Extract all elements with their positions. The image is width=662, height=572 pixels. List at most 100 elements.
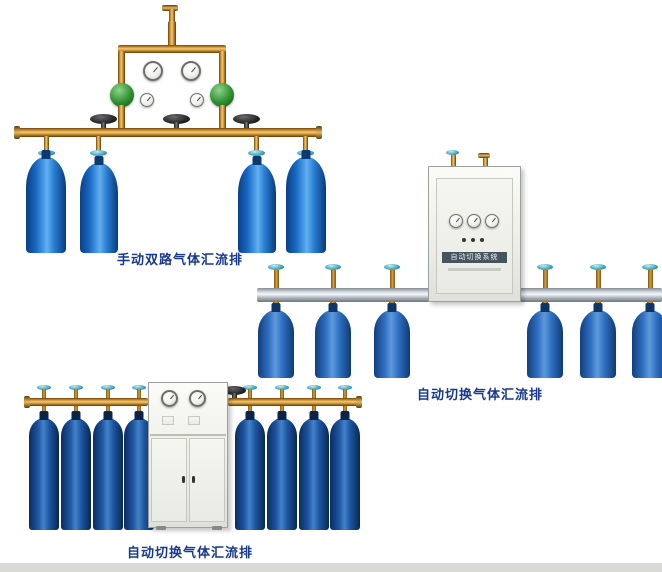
cylinder-valve-handle bbox=[69, 385, 83, 390]
riser-right-lower bbox=[219, 105, 226, 131]
riser-left bbox=[118, 51, 125, 85]
gas-cylinder bbox=[258, 310, 294, 378]
cabinet-top-fitting bbox=[483, 157, 488, 167]
valve-stem bbox=[74, 389, 78, 400]
valve-stem bbox=[274, 270, 279, 290]
cylinder-valve-handle bbox=[642, 264, 658, 270]
valve-stem bbox=[137, 389, 141, 400]
pipe-end-cap bbox=[14, 126, 20, 139]
valve-handwheel bbox=[233, 114, 260, 124]
cylinder-valve-handle bbox=[325, 264, 341, 270]
cylinder-valve-handle bbox=[90, 150, 107, 156]
product-caption: 自动切换气体汇流排 bbox=[126, 545, 253, 560]
valve-stem bbox=[174, 122, 179, 129]
cabinet-foot bbox=[212, 526, 222, 530]
pressure-gauge bbox=[181, 61, 201, 81]
gas-cylinder bbox=[330, 418, 360, 530]
product-auto-switch-wall-manifold: 自动切换系统 自动切换气体汇流排 bbox=[255, 148, 662, 403]
pipe-drop bbox=[303, 136, 308, 153]
pressure-gauge bbox=[140, 93, 154, 107]
cabinet-switch bbox=[188, 416, 200, 425]
regulator-knob bbox=[110, 83, 134, 107]
valve-stem bbox=[312, 389, 316, 400]
pressure-gauge bbox=[190, 93, 204, 107]
cylinder-valve-handle bbox=[37, 385, 51, 390]
valve-stem bbox=[596, 270, 601, 290]
cylinder-valve-handle bbox=[268, 264, 284, 270]
cabinet-door-left bbox=[151, 438, 187, 522]
cylinder-valve-handle bbox=[384, 264, 400, 270]
cabinet-gauge bbox=[161, 390, 178, 407]
cabinet-divider bbox=[150, 434, 226, 436]
valve-stem bbox=[648, 270, 653, 290]
gas-cylinder bbox=[315, 310, 351, 378]
cabinet-foot bbox=[156, 526, 166, 530]
cylinder-valve-handle bbox=[132, 385, 146, 390]
cabinet-top-fitting bbox=[451, 154, 456, 167]
gas-cylinder bbox=[527, 310, 563, 378]
door-handle bbox=[192, 476, 195, 483]
manifold-pipe bbox=[18, 128, 318, 137]
valve-stem bbox=[106, 389, 110, 400]
valve-handwheel bbox=[90, 114, 117, 124]
riser-right bbox=[219, 51, 226, 85]
cylinder-valve-handle bbox=[248, 150, 265, 156]
cylinder-valve-handle bbox=[101, 385, 115, 390]
top-valve-stem bbox=[169, 9, 175, 23]
valve-stem bbox=[390, 270, 395, 290]
cabinet-subtext bbox=[448, 268, 501, 271]
gas-cylinder bbox=[286, 157, 326, 253]
pipe-end-cap bbox=[356, 396, 362, 408]
indicator-light bbox=[462, 238, 466, 242]
valve-stem bbox=[543, 270, 548, 290]
tee-pipe bbox=[118, 45, 226, 53]
gas-cylinder bbox=[61, 418, 91, 530]
door-handle bbox=[182, 476, 185, 483]
gas-cylinder bbox=[26, 157, 66, 253]
valve-stem bbox=[244, 122, 249, 129]
manifold-pipe-left bbox=[28, 398, 148, 406]
cylinder-valve-handle bbox=[338, 385, 352, 390]
valve-stem bbox=[248, 389, 252, 400]
cylinder-valve-handle bbox=[590, 264, 606, 270]
indicator-light bbox=[471, 238, 475, 242]
gas-cylinder bbox=[632, 310, 662, 378]
pipe-drop bbox=[96, 136, 101, 153]
inlet-pipe bbox=[168, 21, 176, 47]
cabinet-gauge bbox=[485, 214, 499, 228]
gas-cylinder bbox=[374, 310, 410, 378]
valve-stem bbox=[280, 389, 284, 400]
cylinder-valve-handle bbox=[537, 264, 553, 270]
cylinder-valve-handle bbox=[275, 385, 289, 390]
cabinet-label-strip: 自动切换系统 bbox=[442, 252, 507, 263]
valve-handwheel bbox=[223, 386, 246, 395]
gas-cylinder bbox=[93, 418, 123, 530]
product-caption: 自动切换气体汇流排 bbox=[416, 387, 543, 402]
cabinet-valve-handle bbox=[446, 150, 459, 155]
gas-cylinder bbox=[267, 418, 297, 530]
manifold-pipe-right bbox=[228, 398, 358, 406]
cylinder-valve-handle bbox=[243, 385, 257, 390]
cabinet-switch bbox=[162, 416, 174, 425]
pipe-drop bbox=[254, 136, 259, 153]
valve-stem bbox=[232, 393, 237, 400]
indicator-light bbox=[480, 238, 484, 242]
cabinet-gauge bbox=[467, 214, 481, 228]
gas-cylinder bbox=[299, 418, 329, 530]
gas-cylinder bbox=[580, 310, 616, 378]
top-valve-handle bbox=[162, 5, 178, 11]
gas-cylinder bbox=[29, 418, 59, 530]
gas-cylinder bbox=[238, 163, 276, 253]
riser-left-lower bbox=[118, 105, 125, 131]
cylinder-valve-handle bbox=[307, 385, 321, 390]
valve-handwheel bbox=[163, 114, 190, 124]
valve-stem bbox=[42, 389, 46, 400]
product-auto-switch-floor-manifold: 自动切换气体汇流排 bbox=[20, 378, 365, 563]
gas-cylinder bbox=[80, 163, 118, 253]
cabinet-gauge bbox=[189, 390, 206, 407]
pipe-end-cap bbox=[316, 126, 322, 139]
cabinet-door bbox=[436, 178, 513, 294]
pipe-drop bbox=[44, 136, 49, 153]
valve-stem bbox=[331, 270, 336, 290]
